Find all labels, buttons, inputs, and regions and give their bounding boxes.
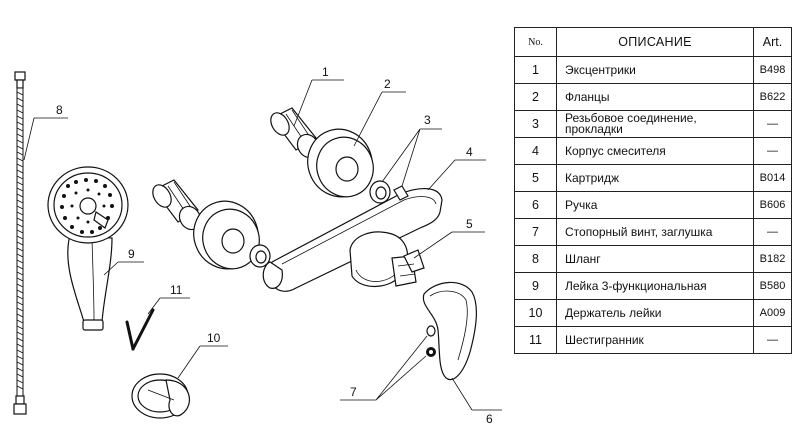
row-description: Эксцентрики <box>556 56 754 84</box>
row-art: B498 <box>753 56 792 84</box>
header-art: Art. <box>753 27 792 57</box>
row-no: 4 <box>514 137 557 165</box>
row-description: Картридж <box>556 164 754 192</box>
row-description: Резьбовое соединение, прокладки <box>556 110 754 138</box>
table-row: 10 Держатель лейки A009 <box>514 299 792 327</box>
gasket-lower <box>249 244 271 268</box>
row-description: Корпус смесителя <box>556 137 754 165</box>
hex-key <box>125 308 155 351</box>
row-description: Ручка <box>556 191 754 219</box>
gasket-upper <box>369 180 391 204</box>
eccentric-upper <box>270 107 320 159</box>
row-no: 11 <box>514 326 557 354</box>
callout-4: 4 <box>466 145 473 159</box>
shower-holder <box>131 373 191 419</box>
row-no: 5 <box>514 164 557 192</box>
cartridge <box>391 249 425 287</box>
callout-8: 8 <box>56 103 63 117</box>
table-row: 3 Резьбовое соединение, прокладки — <box>514 110 792 138</box>
hose <box>13 71 27 415</box>
row-no: 3 <box>514 110 557 138</box>
table-row: 2 Фланцы B622 <box>514 83 792 111</box>
callout-6: 6 <box>486 412 493 426</box>
row-art: A009 <box>753 299 792 327</box>
flange-upper <box>307 128 374 198</box>
row-description: Шланг <box>556 245 754 273</box>
row-no: 9 <box>514 272 557 300</box>
eccentric-lower <box>152 179 202 231</box>
row-art: — <box>753 137 792 165</box>
row-description: Фланцы <box>556 83 754 111</box>
row-no: 2 <box>514 83 557 111</box>
callout-7: 7 <box>350 385 357 399</box>
lever-handle <box>422 281 478 381</box>
row-art: — <box>753 110 792 138</box>
flange-lower <box>193 200 260 270</box>
mixer-body <box>262 185 443 292</box>
table-row: 6 Ручка B606 <box>514 191 792 219</box>
row-art: B622 <box>753 83 792 111</box>
parts-table-header: No. ОПИСАНИЕ Art. <box>514 27 792 57</box>
table-row: 11 Шестигранник — <box>514 326 792 354</box>
exploded-view-drawing: 1 2 3 4 5 6 7 8 9 10 11 <box>13 65 502 426</box>
callout-9: 9 <box>128 247 135 261</box>
header-no: No. <box>514 27 557 57</box>
row-description: Держатель лейки <box>556 299 754 327</box>
row-description: Шестигранник <box>556 326 754 354</box>
table-row: 8 Шланг B182 <box>514 245 792 273</box>
table-row: 5 Картридж B014 <box>514 164 792 192</box>
leader-lines <box>23 79 502 411</box>
callout-1: 1 <box>322 65 329 79</box>
row-no: 6 <box>514 191 557 219</box>
callout-10: 10 <box>207 331 221 345</box>
row-description: Лейка 3-функциональная <box>556 272 754 300</box>
header-description: ОПИСАНИЕ <box>556 27 754 57</box>
row-no: 7 <box>514 218 557 246</box>
row-no: 1 <box>514 56 557 84</box>
row-no: 10 <box>514 299 557 327</box>
table-row: 4 Корпус смесителя — <box>514 137 792 165</box>
callout-5: 5 <box>466 217 473 231</box>
row-art: B182 <box>753 245 792 273</box>
row-art: B014 <box>753 164 792 192</box>
row-description: Стопорный винт, заглушка <box>556 218 754 246</box>
parts-table: No. ОПИСАНИЕ Art. 1 Эксцентрики B498 2 Ф… <box>514 27 792 354</box>
row-art: B606 <box>753 191 792 219</box>
hand-shower <box>47 166 129 331</box>
table-row: 7 Стопорный винт, заглушка — <box>514 218 792 246</box>
row-art: — <box>753 326 792 354</box>
row-no: 8 <box>514 245 557 273</box>
set-screw-plug <box>426 325 436 357</box>
table-row: 1 Эксцентрики B498 <box>514 56 792 84</box>
callout-11: 11 <box>170 283 183 297</box>
row-art: — <box>753 218 792 246</box>
callout-2: 2 <box>384 77 391 91</box>
callout-3: 3 <box>424 113 431 127</box>
table-row: 9 Лейка 3-функциональная B580 <box>514 272 792 300</box>
row-art: B580 <box>753 272 792 300</box>
